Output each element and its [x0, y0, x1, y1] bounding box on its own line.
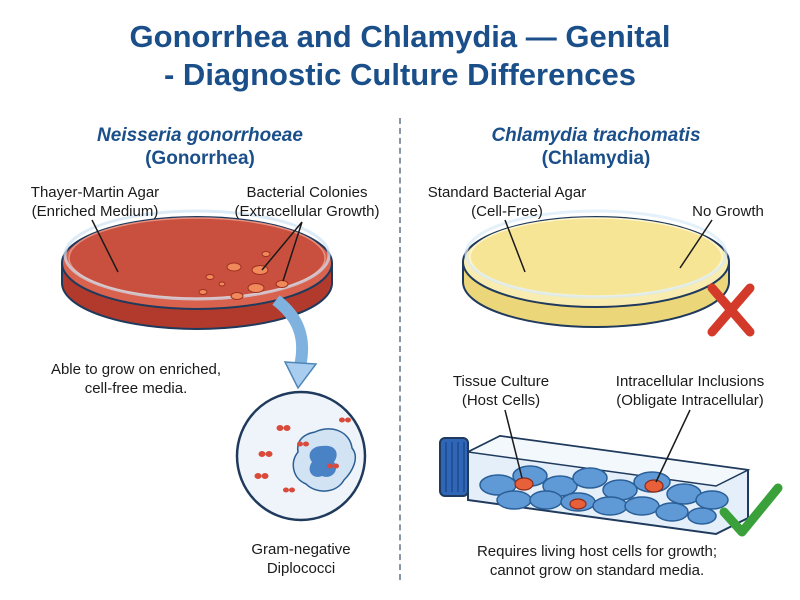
intracellular-inclusions: [514, 477, 664, 510]
standard-agar-petri-dish: [462, 209, 730, 328]
standard-agar-label-line-2: (Cell-Free): [471, 203, 543, 220]
right-organism-heading: Chlamydia trachomatis (Chlamydia): [436, 124, 756, 170]
thayer-martin-label-line-2: (Enriched Medium): [31, 203, 159, 220]
tissue-pointer-line: [504, 409, 523, 479]
host-cells-layer: [479, 465, 729, 525]
thayer-martin-label: Thayer-Martin Agar (Enriched Medium): [12, 183, 178, 221]
tissue-culture-label-line-1: Tissue Culture: [452, 373, 550, 390]
left-note-line-2: cell-free media.: [84, 380, 188, 397]
right-species-name: Chlamydia trachomatis: [491, 125, 701, 146]
bacterial-colonies: [198, 251, 289, 300]
down-arrow-icon: [272, 295, 318, 390]
red-x-icon: [707, 283, 755, 337]
left-species-name: Neisseria gonorrhoeae: [97, 125, 303, 146]
inclusions-pointer-line: [655, 409, 691, 483]
colonies-label-line-2: (Extracellular Growth): [234, 203, 380, 220]
right-growth-note: Requires living host cells for growth; c…: [452, 542, 742, 580]
title-line-1: Gonorrhea and Chlamydia — Genital: [129, 19, 671, 54]
inclusions-label-line-2: (Obligate Intracellular): [616, 392, 764, 409]
left-organism-heading: Neisseria gonorrhoeae (Gonorrhea): [40, 124, 360, 170]
title-line-2: - Diagnostic Culture Differences: [164, 57, 636, 92]
right-note-line-1: Requires living host cells for growth;: [476, 543, 718, 560]
thayer-martin-label-line-1: Thayer-Martin Agar: [30, 184, 160, 201]
colonies-pointer-line: [261, 221, 303, 282]
standard-agar-label: Standard Bacterial Agar (Cell-Free): [412, 183, 602, 221]
inclusions-label-line-1: Intracellular Inclusions: [615, 373, 765, 390]
left-growth-note: Able to grow on enriched, cell-free medi…: [30, 360, 242, 398]
colonies-label-line-1: Bacterial Colonies: [246, 184, 368, 201]
microscope-view: [235, 390, 367, 522]
diplococci-label-line-2: Diplococci: [266, 560, 336, 577]
tissue-culture-label-line-2: (Host Cells): [461, 392, 541, 409]
left-note-line-1: Able to grow on enriched,: [50, 361, 222, 378]
standard-agar-pointer-line: [504, 219, 526, 273]
colonies-label: Bacterial Colonies (Extracellular Growth…: [222, 183, 392, 221]
diplococci-label: Gram-negative Diplococci: [238, 540, 364, 578]
center-divider: [399, 118, 401, 580]
tissue-culture-label: Tissue Culture (Host Cells): [436, 372, 566, 410]
no-growth-label: No Growth: [680, 202, 776, 221]
agar-pointer-line: [91, 219, 119, 273]
page-title: Gonorrhea and Chlamydia — Genital - Diag…: [0, 18, 800, 94]
no-growth-label-text: No Growth: [692, 203, 764, 220]
green-check-icon: [719, 483, 783, 537]
standard-agar-label-line-1: Standard Bacterial Agar: [427, 184, 587, 201]
right-common-name: (Chlamydia): [541, 148, 651, 169]
no-growth-pointer-line: [679, 219, 713, 269]
right-note-line-2: cannot grow on standard media.: [489, 562, 705, 579]
diplococci-label-line-1: Gram-negative: [251, 541, 351, 558]
left-common-name: (Gonorrhea): [145, 148, 255, 169]
inclusions-label: Intracellular Inclusions (Obligate Intra…: [598, 372, 782, 410]
